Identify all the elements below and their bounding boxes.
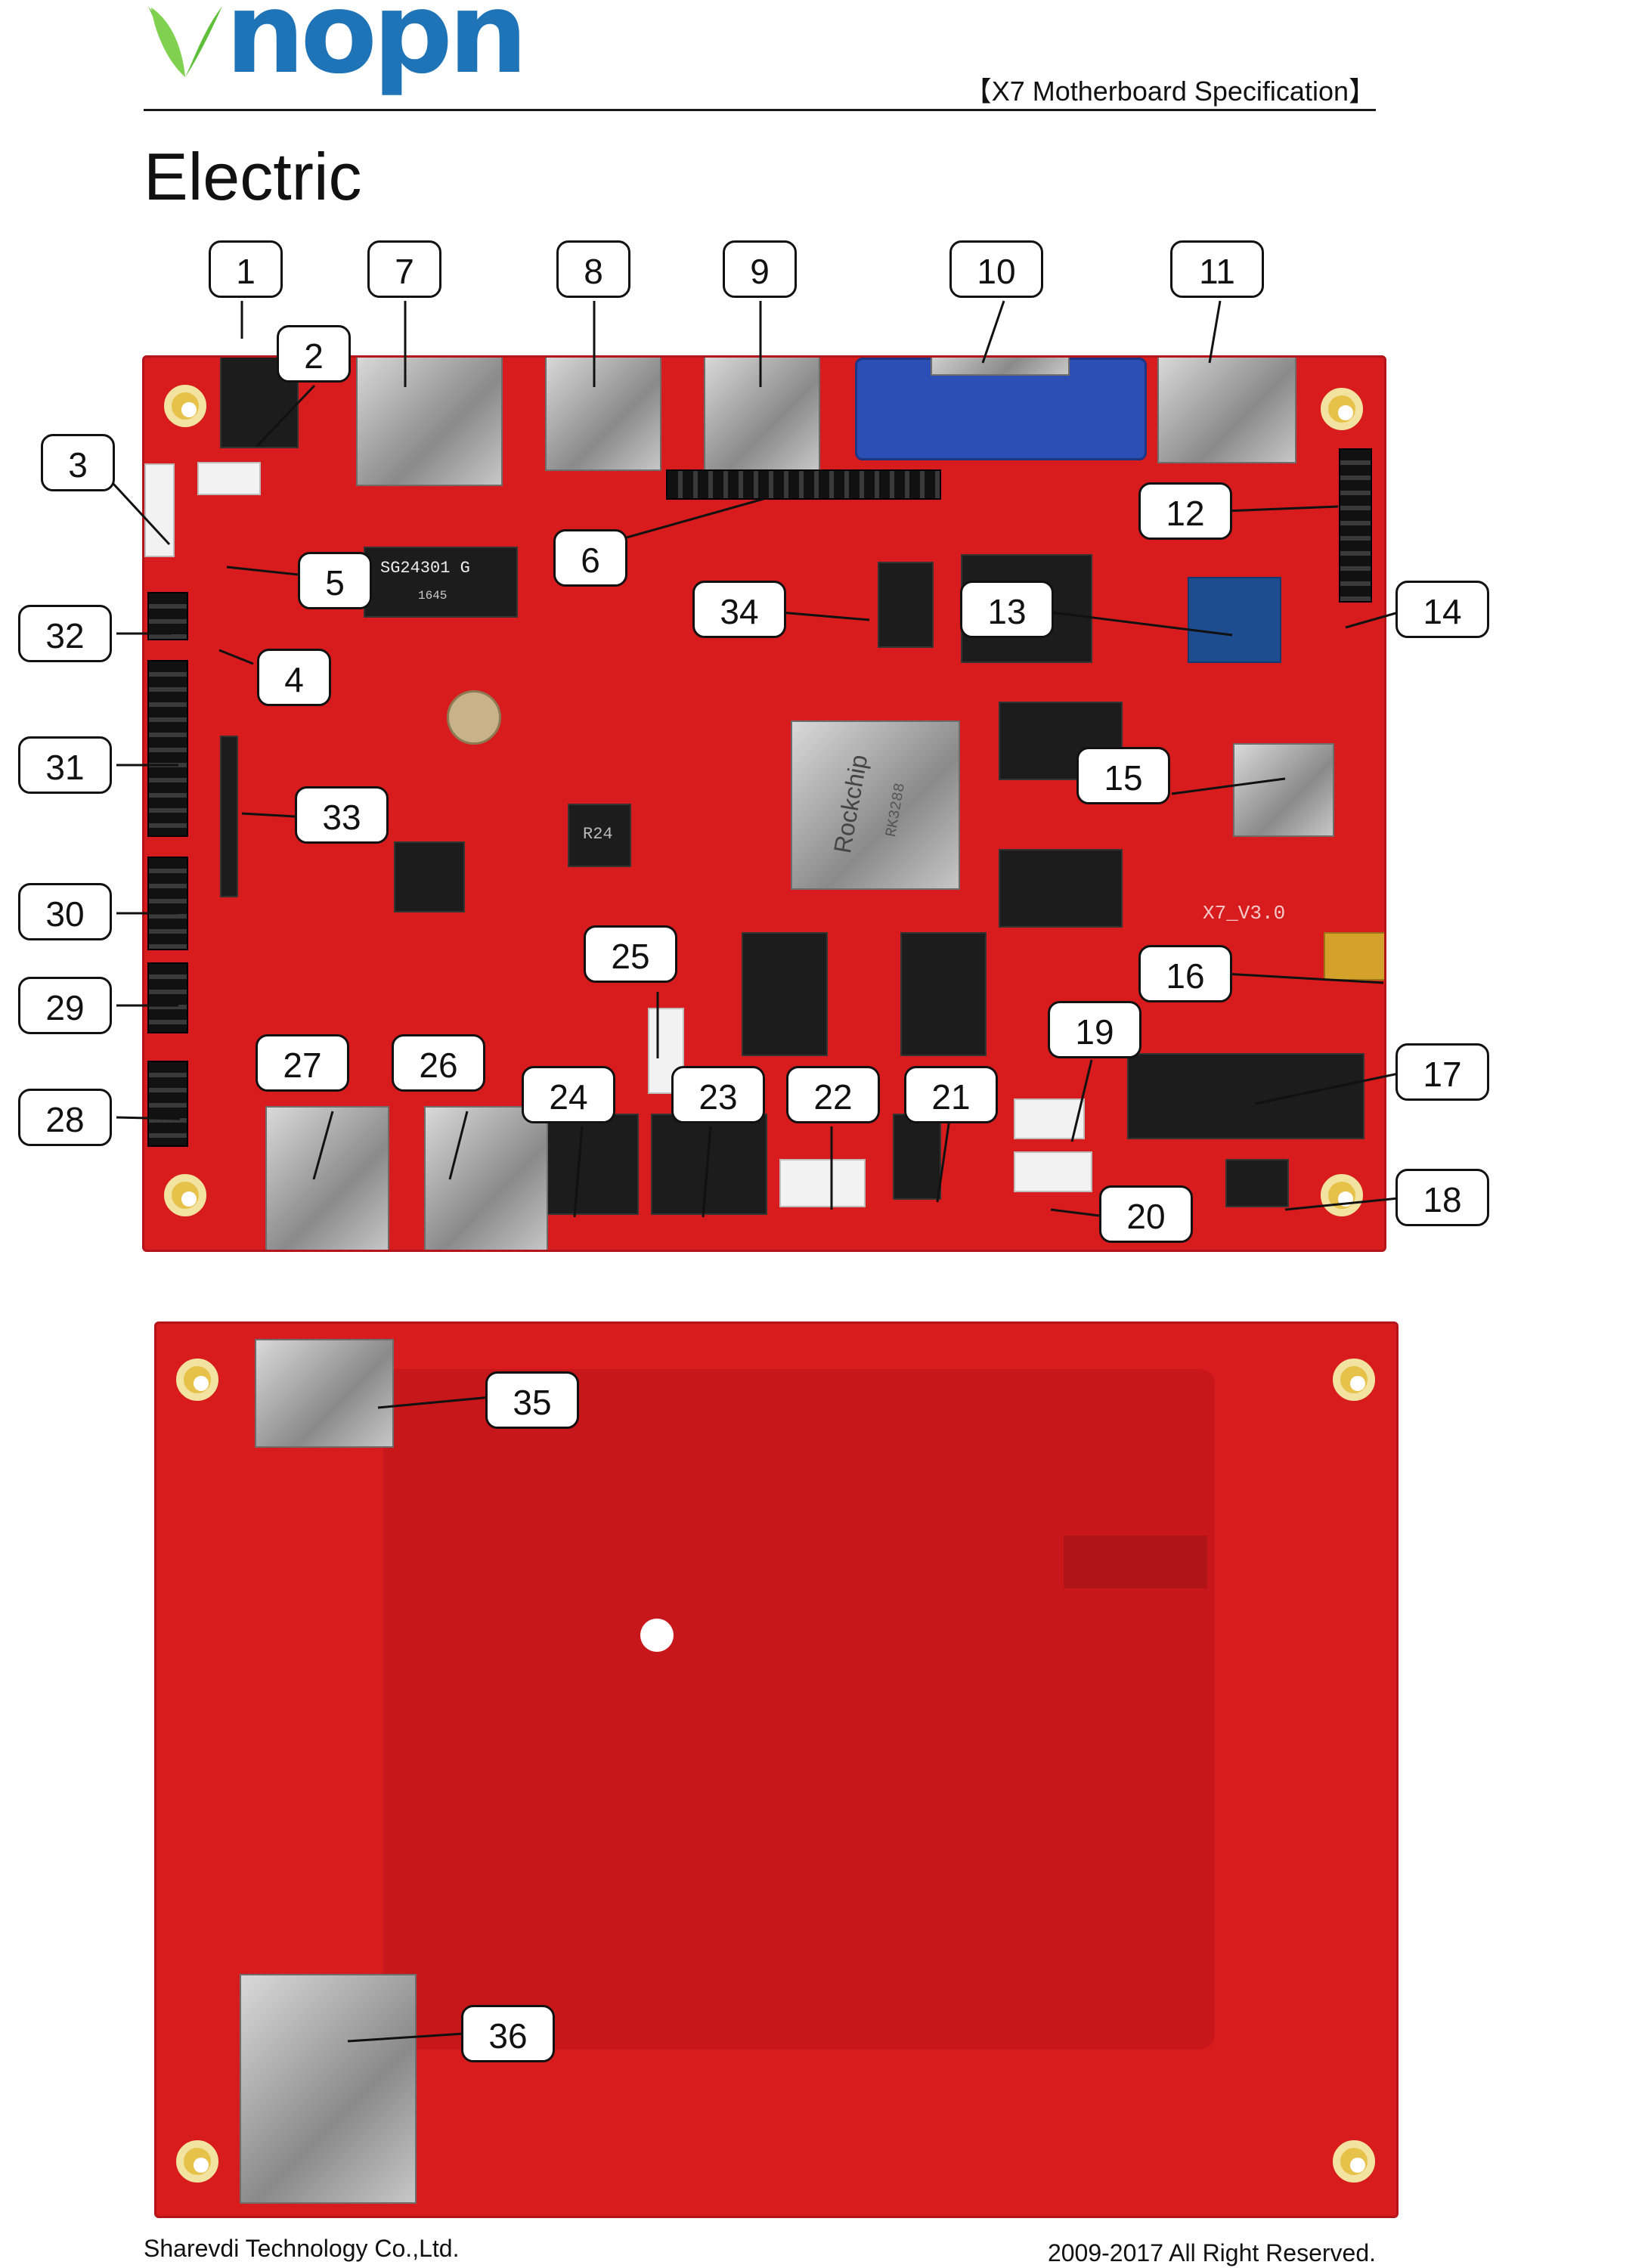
left-pin-header-1	[147, 660, 188, 837]
callout-26: 26	[392, 1034, 485, 1092]
mounting-hole	[176, 2140, 218, 2183]
callout-27: 27	[256, 1034, 349, 1092]
callout-33: 33	[295, 786, 389, 844]
solder-pad-area	[1064, 1535, 1207, 1588]
callout-32: 32	[18, 605, 112, 662]
reset-switch	[878, 562, 934, 648]
callout-1: 1	[209, 240, 283, 298]
callout-35: 35	[485, 1371, 579, 1429]
board-version-label: X7_V3.0	[1203, 902, 1286, 925]
callout-36: 36	[461, 2005, 555, 2062]
callout-11: 11	[1170, 240, 1264, 298]
small-pin-header	[147, 592, 188, 640]
ddr-memory-chip-3	[742, 932, 828, 1056]
lan-chip-code: 1645	[418, 589, 448, 603]
callout-15: 15	[1076, 747, 1170, 804]
callout-14: 14	[1395, 581, 1489, 638]
callout-8: 8	[556, 240, 630, 298]
section-title: Electric	[144, 139, 362, 214]
vga-port	[855, 358, 1147, 460]
header-divider	[144, 109, 1376, 111]
callout-18: 18	[1395, 1169, 1489, 1226]
callout-4: 4	[257, 649, 331, 706]
side-white-connector	[144, 463, 175, 557]
brand-logo: nopn	[144, 0, 528, 98]
lan-transformer-chip: SG24301 G 1645	[364, 547, 518, 618]
callout-17: 17	[1395, 1043, 1489, 1101]
callout-7: 7	[367, 240, 441, 298]
ddr-memory-chip-4	[900, 932, 987, 1056]
footer-copyright: 2009-2017 All Right Reserved.	[1047, 2239, 1376, 2266]
logo-wordmark: nopn	[225, 0, 528, 98]
white-connector-5pin	[779, 1159, 866, 1207]
callout-21: 21	[904, 1066, 998, 1123]
leaf-logo-icon	[148, 6, 222, 77]
mini-pcie-slot	[1127, 1053, 1364, 1139]
callout-20: 20	[1099, 1185, 1193, 1243]
white-connector-3pin	[1014, 1151, 1092, 1192]
mic-jack	[651, 1114, 767, 1215]
board-hole	[640, 1619, 674, 1652]
usb-port-bottom-2	[424, 1106, 548, 1250]
lcd-ribbon-connector	[220, 736, 238, 897]
left-pin-header-3	[147, 962, 188, 1033]
white-connector-2pin	[197, 462, 261, 495]
ddr-memory-chip-2	[999, 849, 1123, 928]
callout-10: 10	[949, 240, 1043, 298]
mounting-hole	[176, 1359, 218, 1401]
document-title: 【X7 Motherboard Specification】	[964, 76, 1376, 107]
inductor-label: R24	[583, 825, 613, 844]
callout-23: 23	[671, 1066, 765, 1123]
callout-3: 3	[41, 434, 115, 491]
tf-card-slot	[255, 1339, 394, 1448]
rtc-battery-holder	[447, 690, 501, 745]
rk3288-soc: Rockchip RK3288	[791, 720, 960, 890]
board-back-photo	[154, 1321, 1399, 2218]
usb-port-top-1	[545, 358, 661, 471]
callout-22: 22	[786, 1066, 880, 1123]
callout-9: 9	[723, 240, 797, 298]
side-pin-header	[1339, 448, 1372, 603]
left-pin-header-2	[147, 857, 188, 950]
callout-16: 16	[1138, 945, 1232, 1002]
callout-5: 5	[298, 552, 372, 609]
power-switch	[1225, 1159, 1289, 1207]
audio-codec-chip	[394, 841, 465, 912]
wifi-module	[1233, 743, 1334, 837]
footer-company: Sharevdi Technology Co.,Ltd.	[144, 2235, 460, 2262]
callout-29: 29	[18, 977, 112, 1034]
callout-12: 12	[1138, 482, 1232, 540]
mini-usb-port	[1324, 932, 1384, 981]
callout-13: 13	[960, 581, 1054, 638]
mounting-hole	[164, 385, 206, 427]
white-connector-4pin	[1014, 1098, 1085, 1139]
callout-6: 6	[553, 529, 627, 587]
mounting-hole	[1321, 1174, 1363, 1216]
hdmi-port	[1157, 358, 1296, 463]
gpio-pin-header	[666, 469, 941, 500]
lan-chip-label: SG24301 G	[380, 559, 470, 578]
copper-pour-area	[383, 1369, 1215, 2050]
speaker-connector	[893, 1114, 941, 1200]
bluetooth-module	[1188, 577, 1281, 663]
callout-19: 19	[1048, 1001, 1141, 1058]
callout-34: 34	[692, 581, 786, 638]
callout-2: 2	[277, 325, 351, 383]
mounting-hole	[1333, 2140, 1375, 2183]
callout-31: 31	[18, 736, 112, 794]
callout-30: 30	[18, 883, 112, 940]
mounting-hole	[1333, 1359, 1375, 1401]
callout-24: 24	[522, 1066, 615, 1123]
vga-port-shell	[931, 358, 1070, 376]
sim-card-slot	[240, 1974, 417, 2204]
mounting-hole	[164, 1174, 206, 1216]
mounting-hole	[1321, 388, 1363, 430]
ethernet-port	[356, 358, 503, 486]
callout-28: 28	[18, 1089, 112, 1146]
left-pin-header-4	[147, 1061, 188, 1147]
callout-25: 25	[584, 925, 677, 983]
inductor: R24	[568, 804, 631, 867]
